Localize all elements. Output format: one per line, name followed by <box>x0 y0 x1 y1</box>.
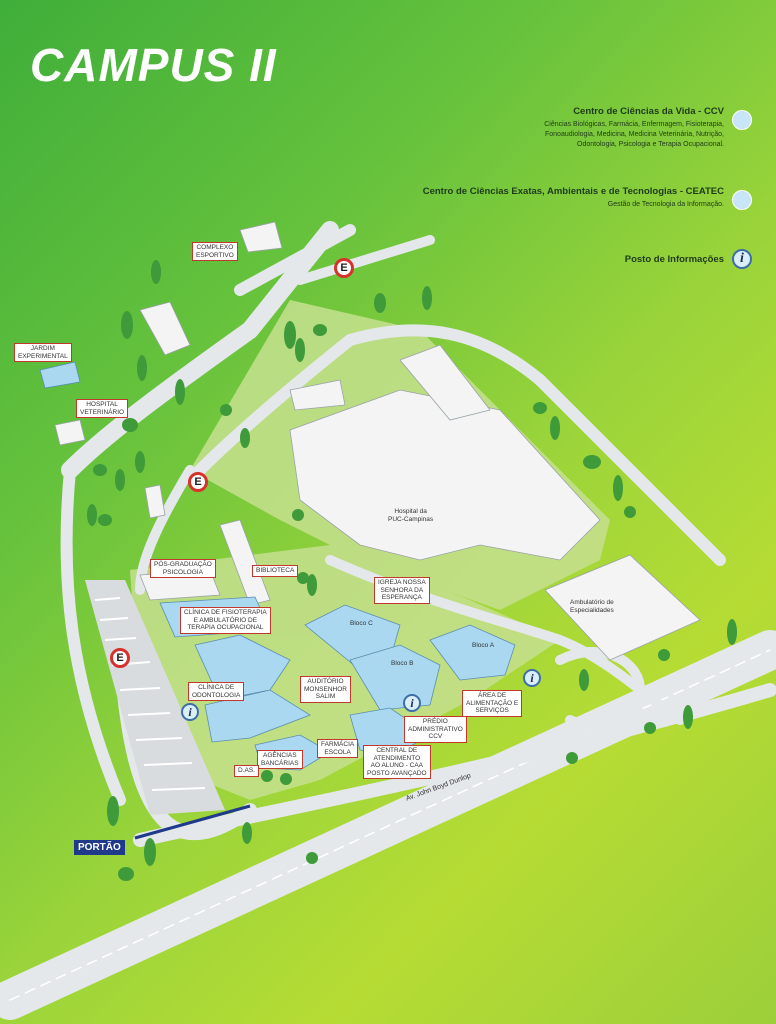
label-pos-graduacao: PÓS-GRADUAÇÃO PSICOLOGIA <box>150 559 216 578</box>
info-icon: i <box>181 703 199 721</box>
label-hospital-puc: Hospital da PUC-Campinas <box>388 508 434 523</box>
page-title: CAMPUS II <box>30 39 277 91</box>
trees <box>87 260 737 881</box>
buildings <box>54 221 701 661</box>
legend-ccv: Centro de Ciências da Vida - CCV Ciência… <box>544 106 724 150</box>
label-portao: PORTÃO <box>74 840 125 855</box>
label-area-alimentacao: ÁREA DE ALIMENTAÇÃO E SERVIÇOS <box>462 690 523 717</box>
legend-info: Posto de Informações <box>625 254 724 265</box>
legend-ccv-heading: Centro de Ciências da Vida - CCV <box>573 106 724 117</box>
parking-icon: E <box>188 472 208 492</box>
label-jardim-experimental: JARDIM EXPERIMENTAL <box>14 343 72 362</box>
label-complexo-esportivo: COMPLEXO ESPORTIVO <box>192 242 238 261</box>
legend-ccv-line2: Fonoaudiologia, Medicina, Medicina Veter… <box>545 131 724 138</box>
label-auditorio: AUDITÓRIO MONSENHOR SALIM <box>300 676 351 703</box>
parking-icon: E <box>334 258 354 278</box>
legend-ccv-swatch <box>732 110 752 130</box>
roads <box>0 221 776 1020</box>
parking-lot <box>85 580 225 815</box>
legend-ceatec-line1: Gestão de Tecnologia da Informação. <box>607 201 724 208</box>
gate-line <box>134 804 251 840</box>
label-bloco-c: Bloco C <box>350 620 373 627</box>
info-icon: i <box>403 694 421 712</box>
label-das: D.As. <box>234 765 259 777</box>
label-igreja: IGREJA NOSSA SENHORA DA ESPERANÇA <box>374 577 430 604</box>
legend-ccv-line1: Ciências Biológicas, Farmácia, Enfermage… <box>544 121 724 128</box>
label-clinica-odontologia: CLÍNICA DE ODONTOLOGIA <box>188 682 245 701</box>
label-predio-administrativo: PRÉDIO ADMINISTRATIVO CCV <box>404 716 467 743</box>
legend-ceatec-heading: Centro de Ciências Exatas, Ambientais e … <box>422 186 724 197</box>
legend-ceatec: Centro de Ciências Exatas, Ambientais e … <box>423 186 724 210</box>
label-farmacia-escola: FARMÁCIA ESCOLA <box>317 739 359 758</box>
legend-ceatec-swatch <box>732 190 752 210</box>
label-clinica-fisioterapia: CLÍNICA DE FISIOTERAPIA E AMBULATÓRIO DE… <box>180 607 271 634</box>
label-bloco-a: Bloco A <box>472 642 495 649</box>
label-bloco-b: Bloco B <box>391 660 414 667</box>
info-icon: i <box>523 669 541 687</box>
legend-ccv-line3: Odontologia, Psicologia e Terapia Ocupac… <box>577 141 724 148</box>
legend-info-label: Posto de Informações <box>624 254 724 265</box>
label-central-atendimento: CENTRAL DE ATENDIMENTO AO ALUNO - CAA PO… <box>363 745 431 779</box>
parking-icon: E <box>110 648 130 668</box>
label-ambulatorio: Ambulatório de Especialidades <box>570 599 614 614</box>
label-hospital-veterinario: HOSPITAL VETERINÁRIO <box>76 399 129 418</box>
info-icon: i <box>732 249 752 269</box>
label-biblioteca: BIBLIOTECA <box>252 565 299 577</box>
label-agencias-bancarias: AGÊNCIAS BANCÁRIAS <box>257 750 303 769</box>
